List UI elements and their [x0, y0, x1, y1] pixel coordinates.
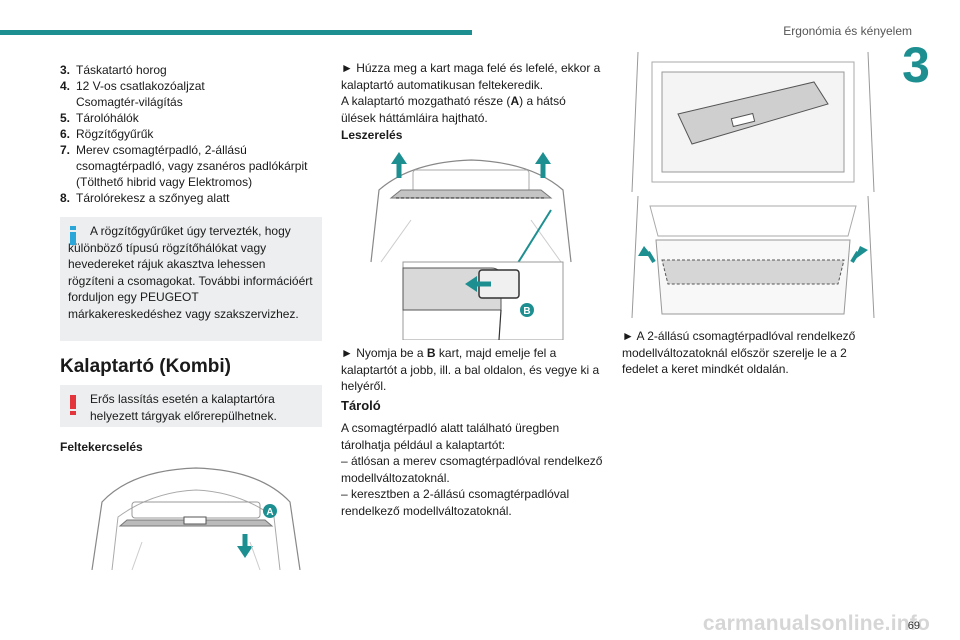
figure-roll-up: A: [72, 462, 320, 570]
para-storage-diagonal: – átlósan a merev csomagtérpadlóval rend…: [341, 454, 603, 485]
warning-text: Erős lassítás esetén a kalaptartóra hely…: [90, 392, 277, 423]
trunk-parts-list: 3.Táskatartó horog 4.12 V-os csatlakozóa…: [60, 62, 322, 206]
para-remove-lids: ► A 2-állású csomagtérpadlóval rendelkez…: [622, 329, 856, 376]
list-item: 7.Merev csomagtérpadló, 2-állású csomagt…: [60, 143, 308, 189]
para-fold-part: A kalaptartó mozgatható része (A) a háts…: [341, 94, 566, 125]
warning-box: Erős lassítás esetén a kalaptartóra hely…: [60, 385, 322, 427]
list-item: 4.12 V-os csatlakozóaljzat Csomagtér-vil…: [60, 79, 205, 109]
info-text: A rögzítőgyűrűket úgy tervezték, hogy kü…: [68, 224, 313, 321]
list-item: 6.Rögzítőgyűrűk: [60, 127, 154, 141]
figure-label-b: B: [523, 306, 530, 317]
para-storage-across: – keresztben a 2-állású csomagtérpadlóva…: [341, 487, 570, 518]
page-number: 69: [907, 620, 920, 632]
list-item: 3.Táskatartó horog: [60, 63, 167, 77]
info-box: A rögzítőgyűrűket úgy tervezték, hogy kü…: [60, 217, 322, 341]
heading-removal: Leszerelés: [341, 128, 403, 142]
figure-label-a: A: [266, 507, 273, 518]
para-press-lever: ► Nyomja be a B kart, majd emelje fel a …: [341, 346, 600, 393]
heading-rolling: Feltekercselés: [60, 440, 143, 454]
list-item: 5.Tárolóhálók: [60, 111, 139, 125]
header-accent-bar: [0, 30, 472, 35]
figure-storage-diagonal: [622, 52, 884, 192]
info-icon: [70, 226, 76, 245]
warning-icon: [70, 395, 76, 415]
list-item: 8.Tárolórekesz a szőnyeg alatt: [60, 191, 230, 205]
para-pull-lever: ► Húzza meg a kart maga felé és lefelé, …: [341, 61, 601, 92]
chapter-number: 3: [902, 37, 930, 93]
figure-storage-across: [622, 196, 884, 318]
section-heading: Kalaptartó (Kombi): [60, 356, 231, 377]
section-title: Ergonómia és kényelem: [783, 24, 912, 38]
para-storage: A csomagtérpadló alatt található üregben…: [341, 421, 560, 452]
watermark: carmanualsonline.info: [702, 612, 930, 635]
heading-storage: Tároló: [341, 398, 381, 413]
figure-removal: B: [341, 150, 603, 340]
